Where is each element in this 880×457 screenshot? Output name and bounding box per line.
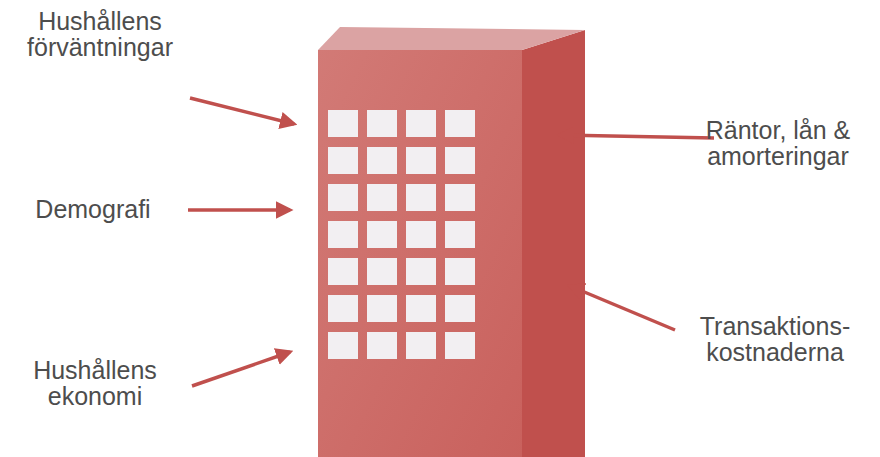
factor-label: Hushållens ekonomi — [0, 357, 195, 409]
leader-arrow — [188, 208, 290, 212]
building-side — [522, 30, 585, 457]
leader-arrow — [570, 286, 675, 330]
leader-arrow — [192, 352, 290, 386]
factor-label: Räntor, lån & amorteringar — [678, 117, 878, 169]
factor-label: Transaktions- kostnaderna — [685, 313, 865, 365]
leader-arrow — [190, 98, 294, 124]
windows — [328, 110, 475, 359]
factor-label: Hushållens förväntningar — [0, 8, 205, 60]
building-front — [318, 50, 522, 457]
leader-arrows — [188, 98, 714, 386]
leader-arrow — [560, 135, 714, 138]
building — [318, 27, 585, 457]
factor-label: Demografi — [0, 196, 193, 222]
building-roof — [318, 27, 585, 50]
